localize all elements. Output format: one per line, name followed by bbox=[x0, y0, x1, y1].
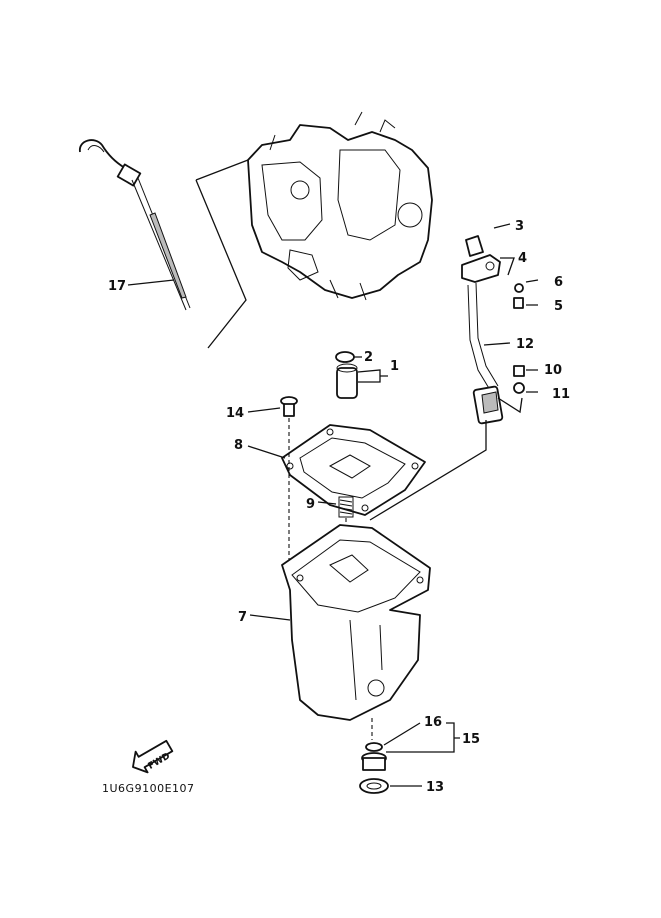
callout-labels: 1 2 3 4 5 6 7 8 9 10 11 12 13 14 15 16 1… bbox=[108, 219, 570, 795]
callout-10: 10 bbox=[544, 363, 562, 378]
spring bbox=[338, 496, 354, 518]
callout-4: 4 bbox=[518, 251, 527, 266]
callout-9: 9 bbox=[306, 497, 315, 512]
callout-1: 1 bbox=[390, 359, 399, 374]
callout-11: 11 bbox=[552, 387, 570, 402]
oil-strainer bbox=[335, 351, 358, 399]
callout-17: 17 bbox=[108, 279, 126, 294]
callout-2: 2 bbox=[364, 350, 373, 365]
callout-5: 5 bbox=[554, 299, 563, 314]
oil-pan bbox=[281, 524, 431, 721]
callout-13: 13 bbox=[426, 780, 444, 795]
callout-6: 6 bbox=[554, 275, 563, 290]
callout-14: 14 bbox=[226, 406, 244, 421]
oil-pickup-assembly bbox=[461, 235, 525, 425]
fwd-arrow-icon bbox=[132, 739, 174, 774]
callout-3: 3 bbox=[515, 219, 524, 234]
dipstick bbox=[79, 139, 191, 311]
gasket bbox=[281, 424, 426, 516]
callout-16: 16 bbox=[424, 715, 442, 730]
drain-plug-assembly bbox=[359, 742, 389, 794]
bolt bbox=[280, 396, 298, 417]
diagram-code: 1U6G9100E107 bbox=[102, 782, 195, 795]
callout-12: 12 bbox=[516, 337, 534, 352]
callout-8: 8 bbox=[234, 438, 243, 453]
engine-block bbox=[247, 111, 433, 301]
callout-15: 15 bbox=[462, 732, 480, 747]
callout-7: 7 bbox=[238, 610, 247, 625]
